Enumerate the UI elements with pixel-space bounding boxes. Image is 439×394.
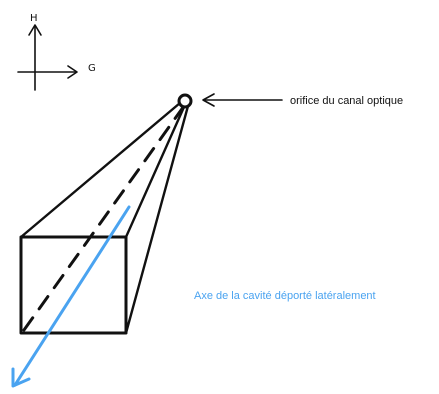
pyramid-edge-top-right <box>124 105 186 239</box>
vertical-arrowhead <box>28 24 42 36</box>
pyramid-edge-bottom-right <box>124 104 190 335</box>
vertical-axis-label: H <box>30 13 38 24</box>
cavity-axis-label: Axe de la cavité déporté latéralement <box>194 290 376 302</box>
orientation-compass: H G <box>17 13 96 91</box>
pyramid-edge-top-left <box>19 101 182 239</box>
horizontal-axis-label: G <box>88 63 96 74</box>
horizontal-arrowhead <box>67 65 78 79</box>
cavity-base-square <box>19 235 128 335</box>
pyramid-central-dashed-axis <box>22 104 186 332</box>
orifice-pointer-arrow <box>202 93 283 107</box>
cavity-axis-arrow <box>11 205 131 388</box>
optic-canal-orifice-label: orifice du canal optique <box>290 95 403 107</box>
optic-canal-orifice-circle <box>177 93 193 109</box>
orbital-cavity-pyramid <box>19 101 190 335</box>
